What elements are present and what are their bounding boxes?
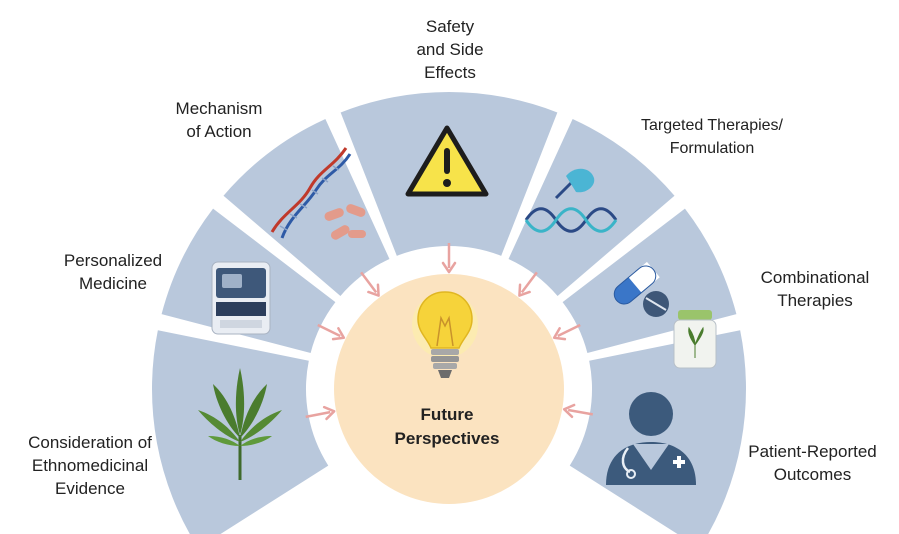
panel-targeted <box>508 118 675 296</box>
arrow-head <box>441 261 457 274</box>
label-line: Personalized <box>63 251 163 270</box>
pills-jar-icon <box>613 261 717 369</box>
label-ethnomedicinal: Consideration of Ethnomedicinal Evidence <box>5 431 175 500</box>
label-line: Medicine <box>78 274 148 293</box>
label-line: Therapies <box>777 291 853 310</box>
label-line: Mechanism <box>175 99 263 118</box>
arrow-line <box>520 271 538 294</box>
label-line: Consideration of <box>28 433 152 452</box>
label-personalized-medicine: Personalized Medicine <box>38 249 188 295</box>
label-line: Patient-Reported <box>748 442 877 461</box>
arrow-head <box>552 327 567 341</box>
label-line: Formulation <box>669 140 755 157</box>
label-safety: Safety and Side Effects <box>390 15 510 84</box>
label-line: Evidence <box>55 479 125 498</box>
label-line: and Side <box>416 40 484 59</box>
label-line: Targeted Therapies/ <box>640 117 783 134</box>
label-combinational-therapies: Combinational Therapies <box>735 266 895 312</box>
arrow-head <box>367 283 380 297</box>
center-title: Future Perspectives <box>372 403 522 451</box>
arrow-line <box>305 410 331 419</box>
warning-triangle-icon <box>405 125 489 197</box>
arrow-line <box>557 323 581 338</box>
arrow-head <box>518 283 531 297</box>
arrows <box>305 243 593 421</box>
label-line: Effects <box>424 63 476 82</box>
dna-bacteria-icon <box>270 147 366 240</box>
lab-instrument-icon <box>211 261 271 335</box>
arrow-head <box>322 405 336 421</box>
label-patient-reported-outcomes: Patient-Reported Outcomes <box>730 440 895 486</box>
gene-editing-icon <box>524 168 618 233</box>
arrow-head <box>331 327 346 341</box>
label-mechanism-of-action: Mechanism of Action <box>144 97 294 143</box>
label-line: Safety <box>425 17 475 36</box>
label-line: Combinational <box>760 268 870 287</box>
doctor-icon <box>606 392 696 485</box>
center-title-line: Perspectives <box>394 429 500 448</box>
center-circle <box>334 274 564 504</box>
arrow-head <box>562 403 576 419</box>
arrow-line <box>317 323 341 338</box>
label-line: Outcomes <box>773 465 852 484</box>
lightbulb-icon <box>412 291 478 378</box>
arrow-line <box>567 408 593 416</box>
label-line: Ethnomedicinal <box>31 456 149 475</box>
label-line: of Action <box>186 122 252 141</box>
center-title-line: Future <box>420 405 474 424</box>
label-targeted-therapies: Targeted Therapies/ Formulation <box>612 114 812 160</box>
arrow-line <box>360 271 378 294</box>
cannabis-leaf-icon <box>198 368 282 480</box>
